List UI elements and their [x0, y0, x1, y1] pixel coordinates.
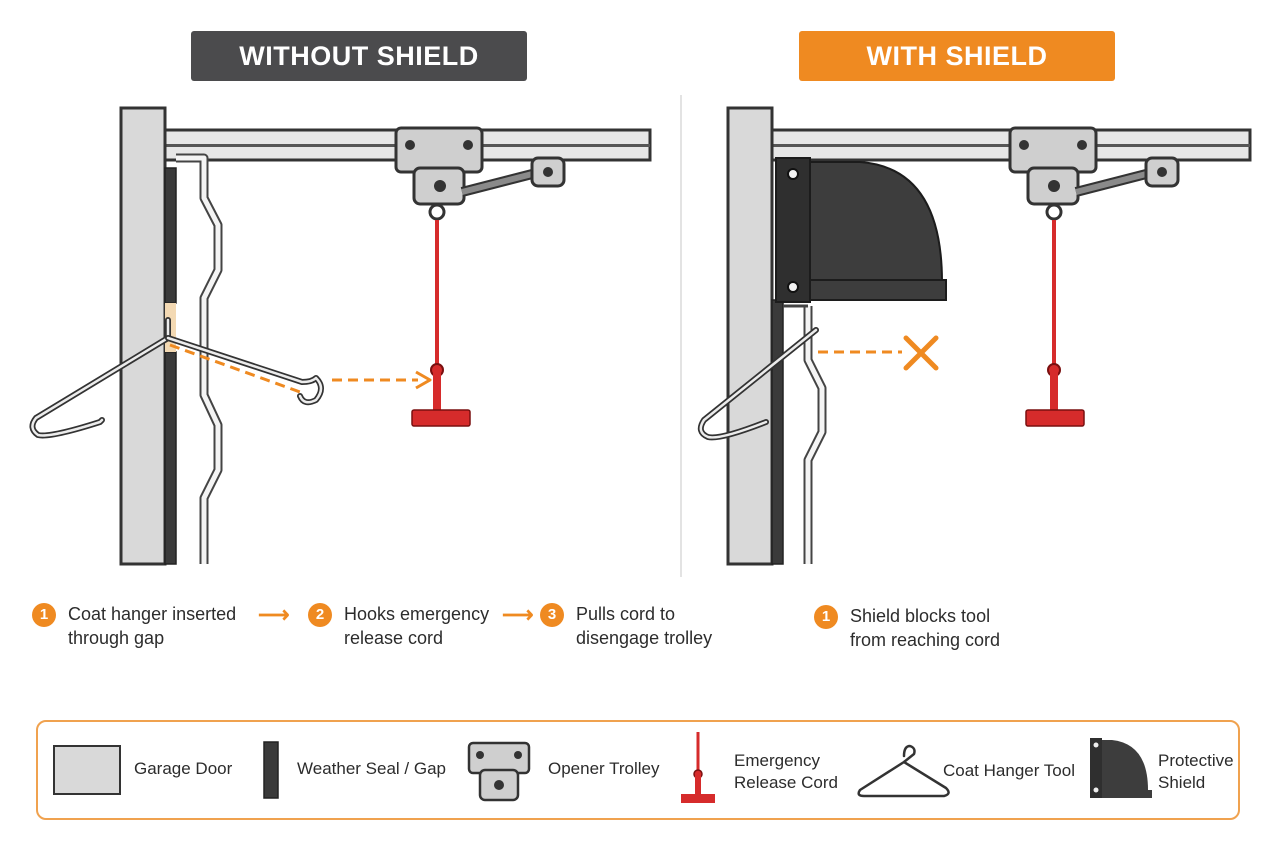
opener-trolley-icon: [467, 741, 531, 802]
emergency-release-cord: [1025, 220, 1085, 427]
garage-door-frame: [726, 106, 774, 566]
weather-seal-lower: [164, 351, 177, 565]
step-2-left: 2 Hooks emergency release cord: [308, 602, 489, 650]
protective-shield-icon: [1090, 738, 1152, 798]
opener-trolley: [394, 126, 566, 221]
emergency-release-cord: [411, 220, 471, 427]
step-number-badge: 3: [540, 603, 564, 627]
step-number-badge: 1: [32, 603, 56, 627]
scene-without-shield: [29, 106, 652, 566]
legend-weather-seal-label: Weather Seal / Gap: [297, 759, 446, 778]
weather-seal-swatch: [263, 741, 279, 799]
tool-path-dashed: [169, 343, 301, 394]
without-shield-banner: WITHOUT SHIELD: [191, 31, 527, 81]
weather-seal: [771, 299, 784, 565]
legend-opener-trolley-label: Opener Trolley: [548, 759, 660, 778]
step-number-badge: 1: [814, 605, 838, 629]
coat-hanger-tool: [697, 327, 819, 441]
step-arrow-icon: ⟶: [258, 602, 290, 627]
step-1-right: 1 Shield blocks tool from reaching cord: [814, 604, 1000, 652]
coat-hanger-tool: [29, 317, 324, 439]
step-text: Shield blocks tool from reaching cord: [850, 606, 1001, 650]
legend-garage-door-label: Garage Door: [134, 759, 233, 778]
opener-trolley: [1008, 126, 1180, 221]
legend: Garage Door Weather Seal / Gap Opener Tr…: [36, 720, 1240, 820]
reach-arrowhead: [415, 370, 432, 390]
step-1-left: 1 Coat hanger inserted through gap: [32, 602, 236, 650]
step-text: Coat hanger inserted through gap: [68, 604, 237, 648]
blocked-x-icon: [903, 335, 939, 371]
scene-with-shield: [697, 106, 1252, 566]
protective-shield: [775, 157, 947, 303]
legend-shield-label: Protective Shield: [1158, 751, 1234, 792]
garage-door-swatch: [53, 745, 121, 795]
with-shield-banner: WITH SHIELD: [799, 31, 1115, 81]
coat-hanger-icon: [857, 744, 950, 798]
release-cord-icon: [681, 732, 715, 803]
step-3-left: 3 Pulls cord to disengage trolley: [540, 602, 712, 650]
step-arrow-icon: ⟶: [502, 602, 534, 627]
weather-seal-upper: [164, 167, 177, 304]
step-text: Pulls cord to disengage trolley: [576, 604, 713, 648]
step-number-badge: 2: [308, 603, 332, 627]
panel-divider: [680, 95, 682, 577]
garage-door-frame: [119, 106, 167, 566]
door-panel-profile: [176, 153, 223, 564]
legend-release-cord-label: Emergency Release Cord: [734, 751, 838, 792]
legend-coat-hanger-label: Coat Hanger Tool: [943, 761, 1075, 780]
step-text: Hooks emergency release cord: [344, 604, 490, 648]
